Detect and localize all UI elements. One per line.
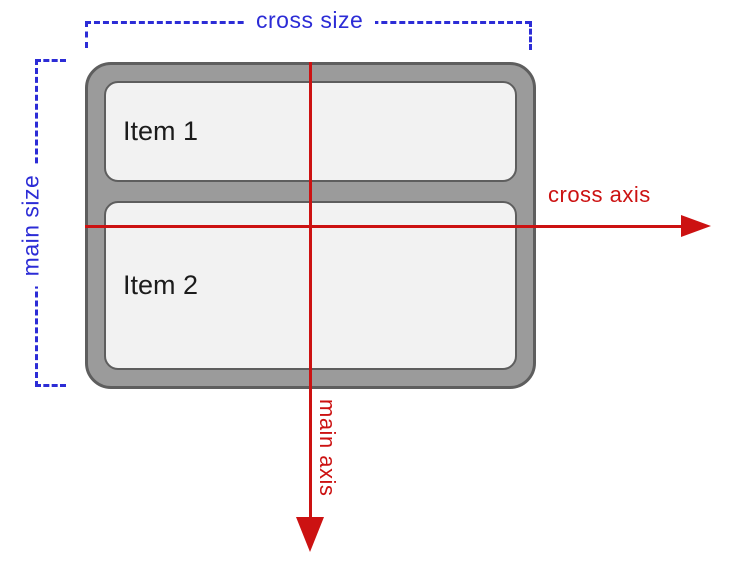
main-size-bracket-top-tick	[35, 59, 66, 62]
main-axis-label: main axis	[315, 399, 340, 497]
main-axis-arrowhead-icon	[296, 517, 324, 552]
cross-size-label: cross size	[244, 6, 376, 35]
flex-item-1-label: Item 1	[123, 116, 199, 146]
main-size-bracket-bottom-tick	[35, 384, 66, 387]
main-axis-line	[309, 62, 312, 518]
main-size-label: main size	[16, 164, 46, 287]
cross-size-bracket-right-tick	[529, 21, 532, 50]
cross-axis-arrowhead-icon	[681, 215, 711, 237]
cross-size-bracket-left-tick	[85, 21, 88, 48]
cross-axis-label: cross axis	[548, 182, 651, 207]
cross-axis-line	[85, 225, 683, 228]
flex-item-2-label: Item 2	[123, 270, 199, 300]
